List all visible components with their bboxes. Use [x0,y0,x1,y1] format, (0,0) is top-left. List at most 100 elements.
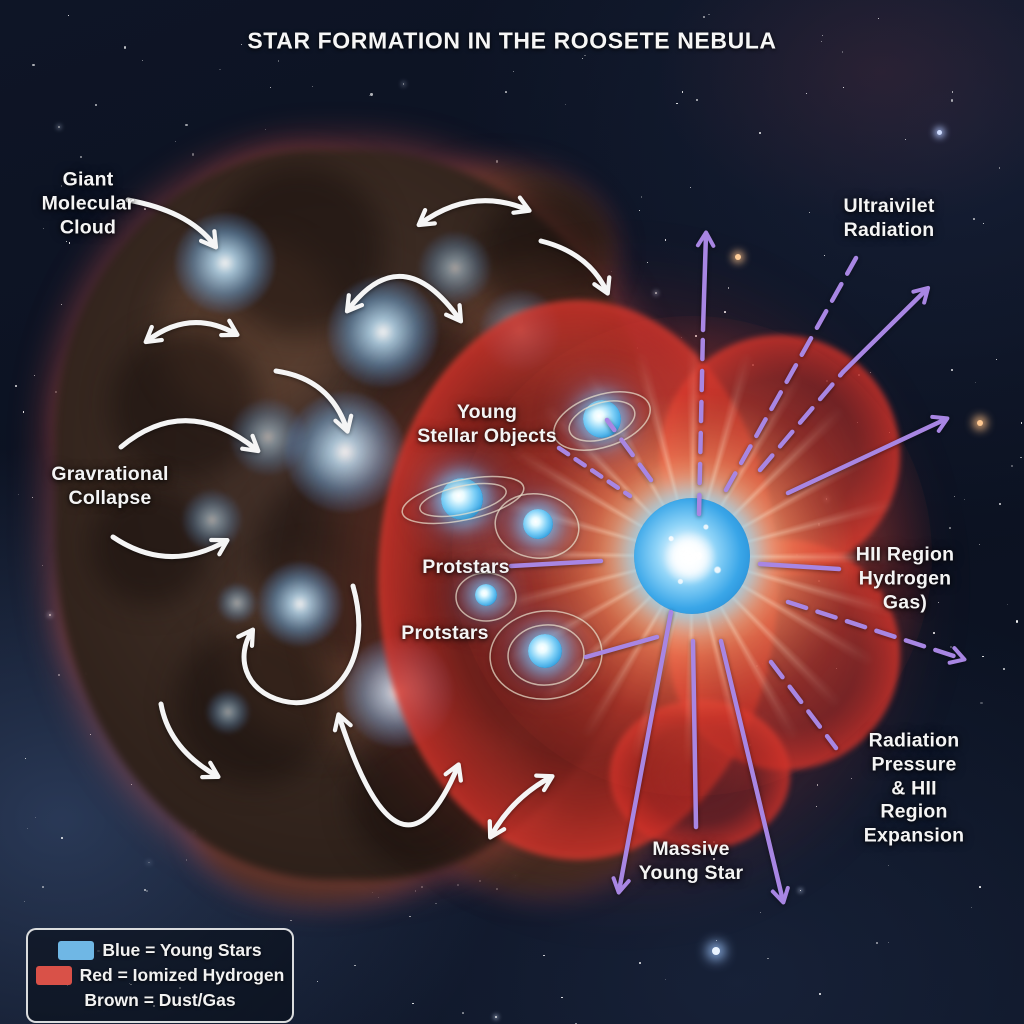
star-dot [639,962,641,964]
star-dot [638,210,640,212]
star-dot [954,496,955,497]
star-dot [647,262,648,263]
star-dot [979,543,981,545]
legend-label: Blue = Young Stars [102,940,262,960]
label-protstars-upper: Protstars [422,556,510,579]
protostar [475,584,497,606]
cloud-shadow [175,625,335,785]
star-dot [80,155,82,158]
star-dot [982,655,984,658]
star-dot [24,757,26,759]
protostar [523,509,553,539]
star-dot [1015,620,1018,623]
star-dot [495,160,499,163]
star-dot [35,816,37,818]
label-radiation-pressure: Radiation Pressure & HII Region Expansio… [863,729,965,847]
young-star-glow [206,690,250,734]
star-dot [758,131,761,134]
radiation-arrows [508,230,967,905]
star-dot [462,1011,465,1014]
legend-swatch-blue [58,941,95,960]
arrow-flow [344,273,464,324]
star-dot [57,674,60,677]
arrow-flow [332,712,463,828]
uv-arrow-downright [785,599,967,665]
young-star-glow [285,392,405,512]
bright-star [977,420,983,426]
legend-label: Brown = Dust/Gas [84,990,236,1010]
star-dot [996,358,997,360]
star-dot [1011,464,1014,467]
star-dot [60,837,63,839]
star-dot [816,806,817,808]
label-young-stellar-objects: Young Stellar Objects [417,401,557,447]
star-dot [560,996,563,999]
star-dot [1003,667,1006,670]
star-dot [979,886,981,888]
young-star-glow [419,232,491,304]
star-dot [888,941,890,943]
star-dot [695,99,698,101]
star-dot [513,71,515,73]
star-dot [145,890,149,893]
arrow-flow [143,318,240,345]
star-dot [409,916,411,918]
star-dot [816,784,819,786]
protostar [528,634,562,668]
star-dot [412,1002,414,1005]
star-dot [970,907,972,909]
star-dot [681,91,684,93]
legend-row: Red = Iomized Hydrogen [35,963,284,988]
label-massive-young-star: Massive Young Star [638,838,744,884]
bright-star [735,254,741,260]
star-dot [54,390,57,393]
star-dot [72,229,74,231]
star-dot [58,125,61,128]
legend-row: Brown = Dust/Gas [38,988,282,1013]
star-white-core [664,532,716,584]
star-dot [998,503,1001,506]
star-dot [148,861,150,864]
arrow-flow [538,238,612,296]
star-dot [143,888,146,892]
arrow-flow [110,534,230,559]
hii-label-pointer [757,561,842,572]
label-protstars-lower: Protstars [401,622,489,645]
star-dot [887,864,889,866]
star-dot [655,292,657,294]
label-gravrational-collapse: Gravrational Collapse [51,463,169,509]
star-dot [219,68,221,71]
star-dot [715,871,717,873]
star-dot [144,207,147,210]
star-dot [806,93,808,95]
star-dot [842,86,844,88]
star-dot [982,222,985,224]
star-dot [1020,456,1022,459]
star-dot [949,527,951,529]
star-dot [998,167,1001,169]
star-dot [821,35,823,37]
star-dot [676,102,678,105]
star-dot [192,153,195,156]
star-dot [853,229,855,231]
star-dot [131,784,133,786]
star-dot [32,63,35,67]
star-dot [938,602,940,604]
star-dot [504,91,507,94]
star-dot [66,241,68,243]
star-dot [89,733,91,735]
label-ultraivilet-radiation: Ultraivilet Radiation [843,195,935,241]
star-dot [435,903,437,905]
star-dot [377,896,379,898]
star-dot [68,242,71,244]
star-dot [277,60,280,62]
star-dot [950,99,953,102]
uv-ray [723,255,859,493]
arrow-flow [416,195,532,228]
star-dot [354,964,356,967]
star-dot [495,888,498,891]
star-dot [565,103,567,105]
label-giant-molecular-cloud: Giant Molecular Cloud [41,168,135,238]
star-dot [582,57,584,60]
